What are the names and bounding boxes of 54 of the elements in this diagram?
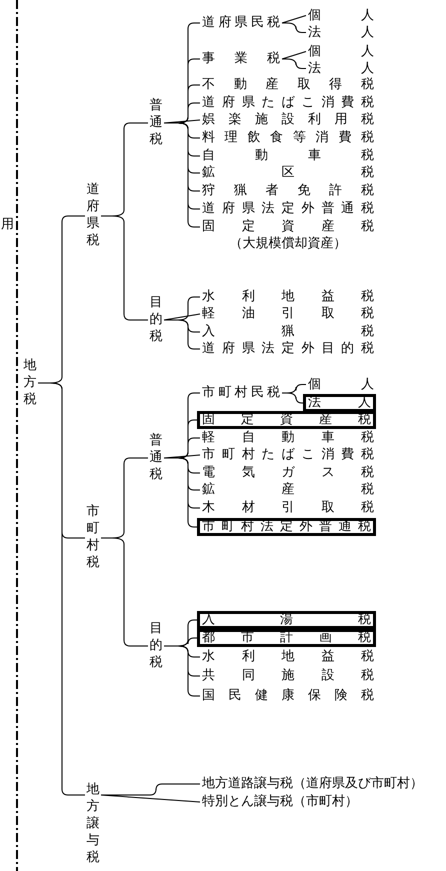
brace-line [100, 794, 200, 802]
brace-line [282, 392, 304, 404]
category-label: 市町村税 [85, 503, 101, 573]
tax-name: 共同施設税 [200, 667, 376, 685]
tax-name: 市町村たばこ消費税 [200, 446, 376, 464]
tax-name: 入猟税 [200, 323, 376, 341]
brace-line [282, 15, 306, 24]
tax-name: 事業税 [200, 50, 282, 68]
category-label: 道府県税 [85, 181, 101, 251]
category-label: 地方税 [22, 357, 38, 409]
tax-name: 不動産取得税 [200, 76, 376, 94]
tax-name: 娯楽施設利用税 [200, 111, 376, 129]
brace-line [164, 646, 200, 696]
tax-name: 個人 [306, 376, 376, 393]
brace-line [282, 58, 306, 69]
tax-name: 電気ガス税 [200, 464, 376, 482]
tax-name: 固定資産税 [202, 218, 374, 235]
brace-line [164, 314, 200, 320]
tax-name: 軽油引取税 [200, 305, 376, 323]
tax-name: 国民健康保険税 [200, 687, 376, 705]
note-text: （大規模償却資産） [228, 235, 348, 252]
brace-line [282, 22, 306, 33]
tax-name: 鉱区税 [200, 164, 376, 182]
tax-name: 木材引取税 [200, 499, 376, 517]
category-label: 目的税 [148, 294, 164, 346]
category-label: 普通税 [148, 97, 164, 149]
text-fragment: 用 [1, 216, 14, 233]
tax-name: 法人 [306, 60, 376, 77]
tax-name: 自動車税 [200, 147, 376, 165]
tax-name: 道府県民税 [200, 14, 282, 32]
category-label: 普通税 [148, 432, 164, 484]
tax-name: 料理飲食等消費税 [200, 129, 376, 147]
tax-name: 法人 [306, 24, 376, 41]
tax-name: 軽自動車税 [200, 429, 376, 447]
tax-name: 水利地益税 [200, 288, 376, 306]
tax-name: 市町村民税 [200, 384, 282, 402]
brace-line [164, 122, 200, 228]
brace-line [100, 538, 148, 646]
tax-name: 個人 [306, 7, 376, 24]
category-label: 目的税 [148, 620, 164, 672]
tax-name: 道府県法定外目的税 [200, 340, 376, 358]
brace-line [100, 216, 148, 320]
category-label: 地方譲与税 [85, 781, 101, 869]
tax-name: 狩猟者免許税 [200, 182, 376, 200]
tax-name: 鉱産税 [200, 481, 376, 499]
tax-name: 道府県たばこ消費税 [200, 94, 376, 112]
tax-name: 特別とん譲与税（市町村） [200, 793, 440, 811]
brace-line [282, 51, 306, 60]
tax-name: 水利地益税 [200, 648, 376, 666]
tax-name: 道府県法定外普通税 [200, 200, 376, 218]
tax-name: 個人 [306, 43, 376, 60]
brace-line [164, 458, 198, 528]
brace-line [38, 382, 86, 796]
tax-name: 地方道路譲与税（道府県及び市町村） [200, 775, 440, 793]
